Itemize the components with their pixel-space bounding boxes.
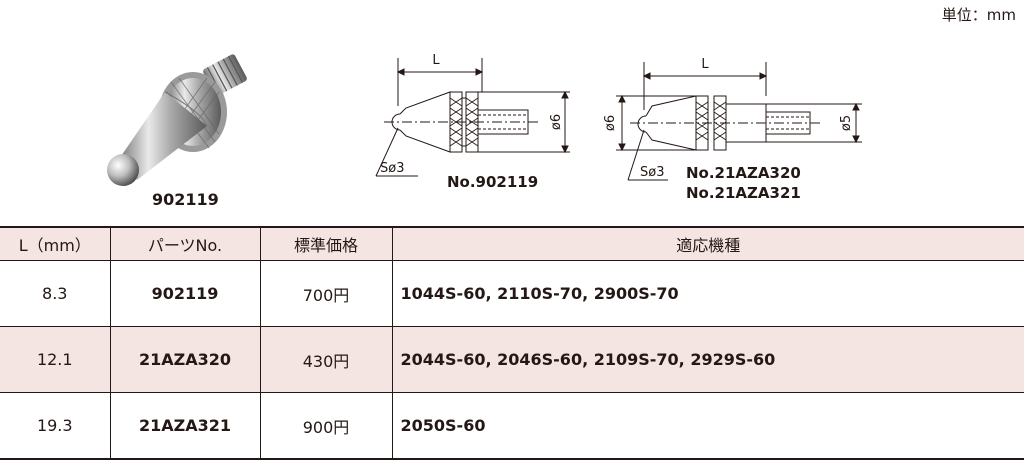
table-row: 19.3 21AZA321 900円 2050S-60 — [0, 392, 1024, 460]
drawing1-caption: No.902119 — [447, 173, 539, 191]
dim-label-diameter-right: ø5 — [839, 115, 854, 131]
dim-label-diameter: ø6 — [549, 114, 564, 130]
photo-caption: 902119 — [152, 190, 219, 209]
drawing-902119: L Sø3 ø6 — [375, 53, 570, 177]
cell-part-no: 21AZA321 — [110, 392, 261, 460]
cell-models: 2050S-60 — [392, 392, 1024, 460]
cell-models: 2044S-60, 2046S-60, 2109S-70, 2929S-60 — [392, 326, 1024, 393]
cell-part-no: 21AZA320 — [110, 326, 261, 393]
dim-label-L: L — [432, 53, 440, 68]
dim-label-sphere: Sø3 — [380, 161, 404, 176]
dim-label-sphere: Sø3 — [640, 165, 664, 180]
header-length: L（mm） — [0, 226, 111, 261]
unit-label: 単位：mm — [941, 6, 1016, 24]
cell-price: 700円 — [260, 260, 393, 327]
cell-part-no: 902119 — [110, 260, 261, 327]
drawing-21aza320-321: L Sø3 ø6 ø5 — [603, 57, 862, 181]
drawing2-caption-line1: No.21AZA320 — [686, 164, 801, 182]
spec-table: L（mm） パーツNo. 標準価格 適応機種 8.3 902119 700円 1… — [0, 226, 1024, 460]
cell-price: 430円 — [260, 326, 393, 393]
header-price: 標準価格 — [260, 226, 393, 261]
table-row: 8.3 902119 700円 1044S-60, 2110S-70, 2900… — [0, 260, 1024, 327]
cell-models: 1044S-60, 2110S-70, 2900S-70 — [392, 260, 1024, 327]
table-row: 12.1 21AZA320 430円 2044S-60, 2046S-60, 2… — [0, 326, 1024, 393]
header-models: 適応機種 — [392, 226, 1024, 261]
contact-point-photo — [107, 54, 247, 186]
dim-label-L: L — [701, 57, 709, 72]
header-part-no: パーツNo. — [110, 226, 261, 261]
cell-length: 12.1 — [0, 326, 111, 393]
drawing2-caption-line2: No.21AZA321 — [686, 184, 801, 202]
table-header-row: L（mm） パーツNo. 標準価格 適応機種 — [0, 226, 1024, 261]
cell-price: 900円 — [260, 392, 393, 460]
dim-label-diameter-left: ø6 — [603, 115, 618, 131]
cell-length: 8.3 — [0, 260, 111, 327]
cell-length: 19.3 — [0, 392, 111, 460]
drawing2-caption: No.21AZA320 No.21AZA321 — [686, 163, 801, 203]
